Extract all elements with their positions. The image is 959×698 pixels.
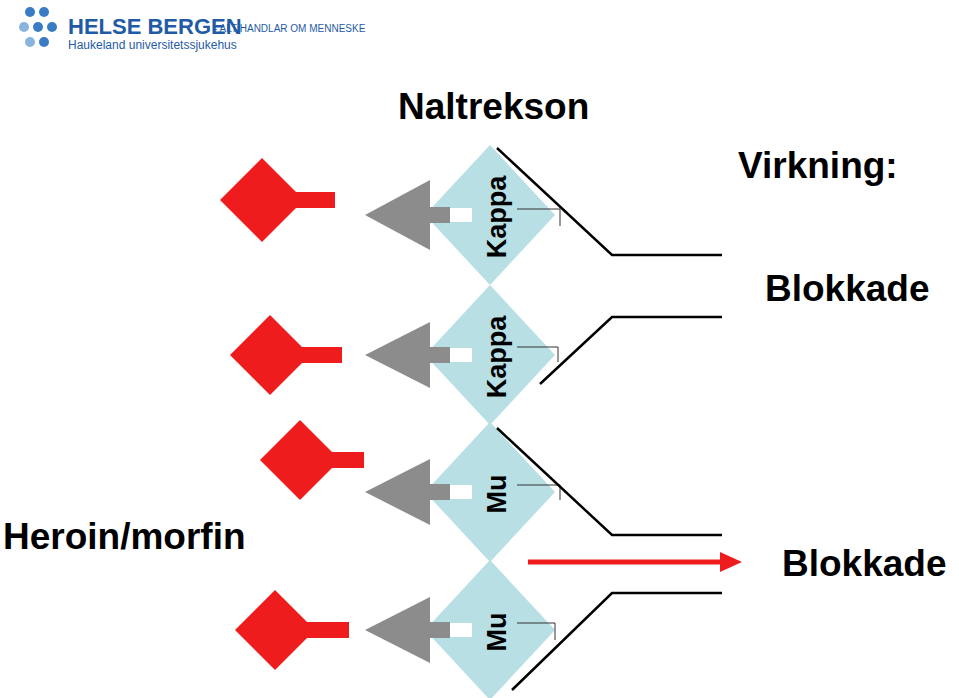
cell-membrane bbox=[497, 148, 722, 690]
effect-heading: Virkning: bbox=[738, 145, 898, 187]
logo-subtitle: Haukeland universitetssjukehus bbox=[68, 38, 237, 52]
diagram-title: Naltrekson bbox=[398, 86, 589, 128]
receptor-marks bbox=[517, 209, 560, 640]
naltrexone-arrows bbox=[365, 180, 450, 663]
receptor-name: Kappa bbox=[482, 176, 513, 259]
binding-sites bbox=[450, 208, 472, 637]
receptor-name: Kappa bbox=[482, 316, 513, 399]
receptor-name: Mu bbox=[482, 613, 513, 652]
blockade-arrow bbox=[528, 552, 742, 572]
receptor-name: Mu bbox=[482, 475, 513, 514]
effect-label: Blokkade bbox=[782, 543, 947, 585]
effect-label: Blokkade bbox=[765, 268, 930, 310]
logo-dots bbox=[19, 7, 57, 47]
opioid-ligands bbox=[220, 158, 364, 670]
logo-slogan: - ALT HANDLAR OM MENNESKE bbox=[214, 23, 365, 34]
opioid-label: Heroin/morfin bbox=[3, 516, 246, 558]
